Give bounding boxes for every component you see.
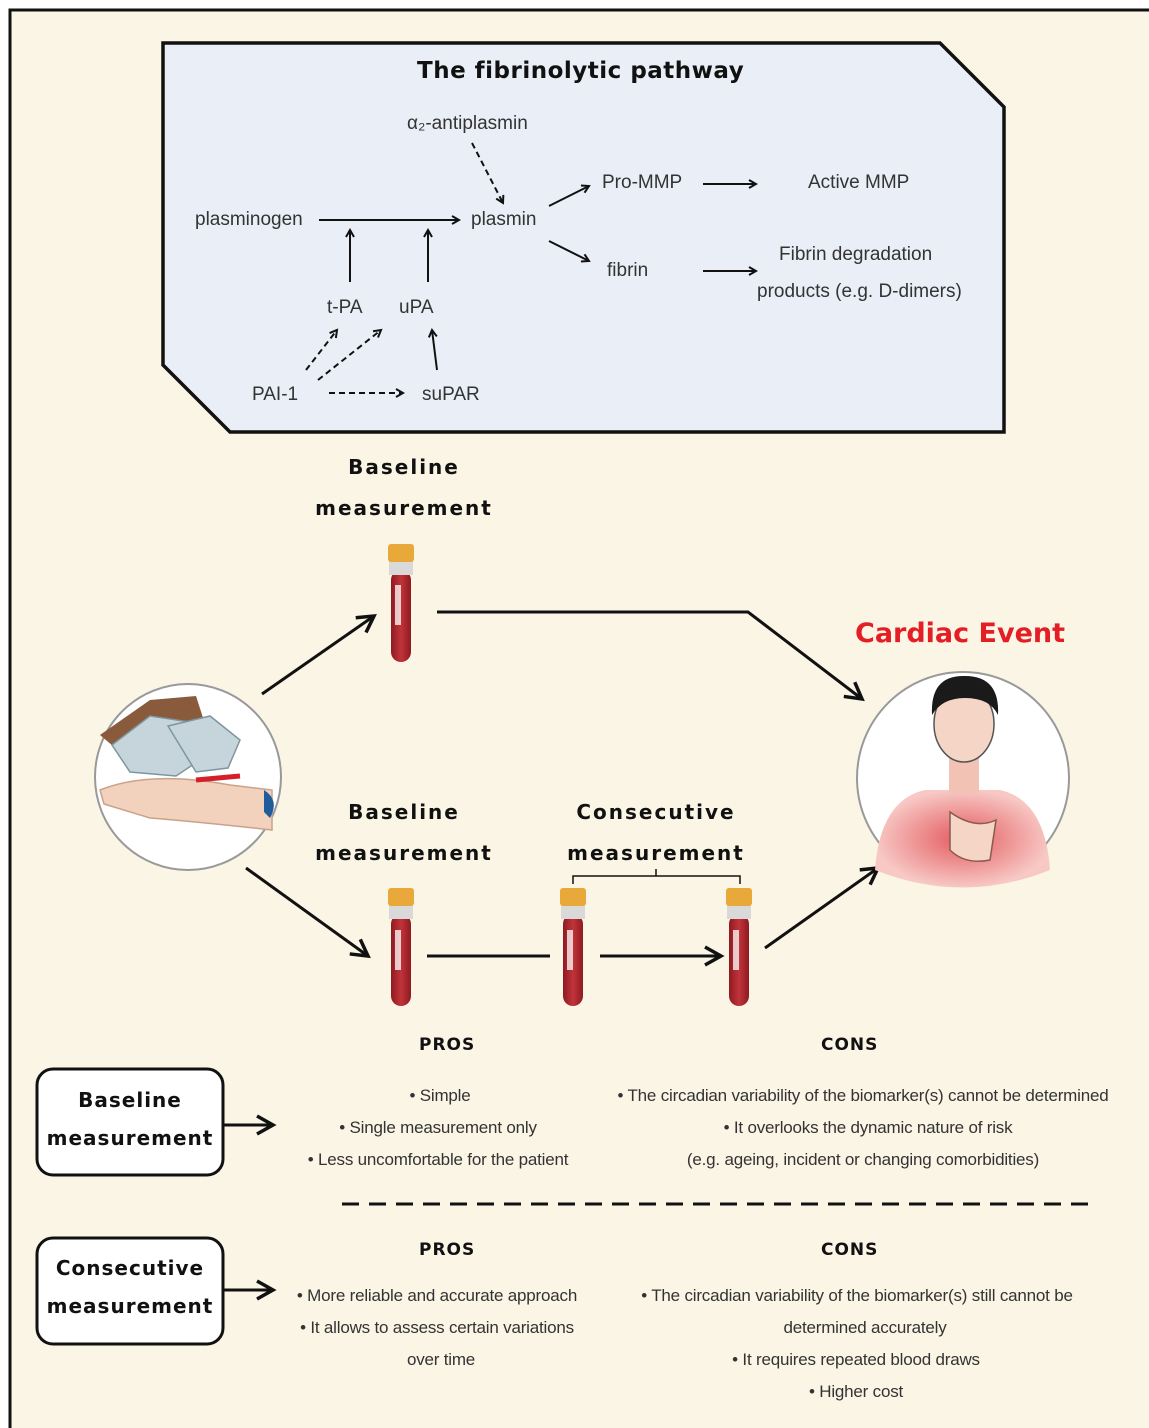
consecutive-cons-item: • The circadian variability of the bioma…	[641, 1286, 1073, 1305]
baseline-pros-item: • Single measurement only	[339, 1118, 537, 1137]
blood-tube-top	[388, 544, 414, 662]
baseline-pros-header: PROS	[419, 1035, 476, 1055]
baseline-box-line-1: Baseline	[78, 1088, 182, 1112]
baseline-cons-item: • It overlooks the dynamic nature of ris…	[723, 1118, 1013, 1137]
pathway-arrows	[305, 142, 756, 393]
baseline-box-label: Baseline measurement	[37, 1088, 223, 1150]
blood-tube-consecutive-1	[560, 888, 586, 1006]
fibrin-degradation-label-2: products (e.g. D-dimers)	[757, 281, 962, 302]
baseline-cons-item: • The circadian variability of the bioma…	[617, 1086, 1109, 1105]
plasminogen-label: plasminogen	[195, 209, 303, 230]
consecutive-pros-item: • More reliable and accurate approach	[296, 1286, 578, 1305]
baseline-cons-item: (e.g. ageing, incident or changing comor…	[686, 1150, 1040, 1169]
top-baseline-line-1: Baseline	[348, 455, 460, 479]
top-baseline-heading: Baseline measurement	[304, 455, 504, 520]
patient-illustration	[856, 671, 1070, 888]
consecutive-box-label: Consecutive measurement	[37, 1256, 223, 1318]
consecutive-box-line-2: measurement	[46, 1294, 214, 1318]
fibrin-label: fibrin	[607, 260, 649, 281]
consecutive-box-line-1: Consecutive	[55, 1256, 205, 1280]
blood-draw-illustration	[94, 683, 282, 871]
consecutive-line-2: measurement	[567, 841, 745, 865]
active-mmp-label: Active MMP	[808, 172, 910, 193]
pro-mmp-label: Pro-MMP	[602, 172, 683, 193]
blood-tube-baseline	[388, 888, 414, 1006]
pai1-label: PAI-1	[252, 384, 299, 405]
supar-label: suPAR	[422, 384, 480, 405]
bottom-baseline-line-1: Baseline	[348, 800, 460, 824]
consecutive-pros-item: • It allows to assess certain variations	[300, 1318, 574, 1337]
upa-label: uPA	[399, 297, 434, 318]
consecutive-pros-item: over time	[406, 1350, 476, 1369]
baseline-box-line-2: measurement	[46, 1126, 214, 1150]
consecutive-cons-item: determined accurately	[783, 1318, 947, 1337]
consecutive-cons-item: • It requires repeated blood draws	[732, 1350, 980, 1369]
consecutive-cons-item: • Higher cost	[808, 1382, 904, 1401]
baseline-cons-header: CONS	[821, 1035, 879, 1055]
consecutive-pros-header: PROS	[419, 1240, 476, 1260]
fibrin-degradation-label: Fibrin degradation	[779, 244, 933, 265]
pathway-title: The fibrinolytic pathway	[417, 58, 745, 84]
consecutive-cons-header: CONS	[821, 1240, 879, 1260]
tpa-label: t-PA	[327, 297, 363, 318]
top-baseline-line-2: measurement	[315, 496, 493, 520]
pathway-panel	[161, 41, 1006, 434]
cardiac-event-title: Cardiac Event	[855, 618, 1066, 649]
blood-tube-consecutive-2	[726, 888, 752, 1006]
bottom-baseline-heading: Baseline measurement	[304, 800, 504, 865]
outer-frame	[8, 8, 1149, 1428]
consecutive-bracket	[572, 869, 741, 884]
plasmin-label: plasmin	[471, 209, 537, 230]
alpha2-antiplasmin-label: α₂-antiplasmin	[407, 113, 528, 134]
consecutive-heading: Consecutive measurement	[546, 800, 766, 865]
baseline-pros-item: • Less uncomfortable for the patient	[307, 1150, 569, 1169]
baseline-pros-item: • Simple	[409, 1086, 471, 1105]
flow-arrows	[222, 610, 881, 1301]
consecutive-measurement-box	[35, 1236, 225, 1346]
bottom-baseline-line-2: measurement	[315, 841, 493, 865]
baseline-measurement-box	[35, 1067, 225, 1177]
consecutive-line-1: Consecutive	[576, 800, 736, 824]
